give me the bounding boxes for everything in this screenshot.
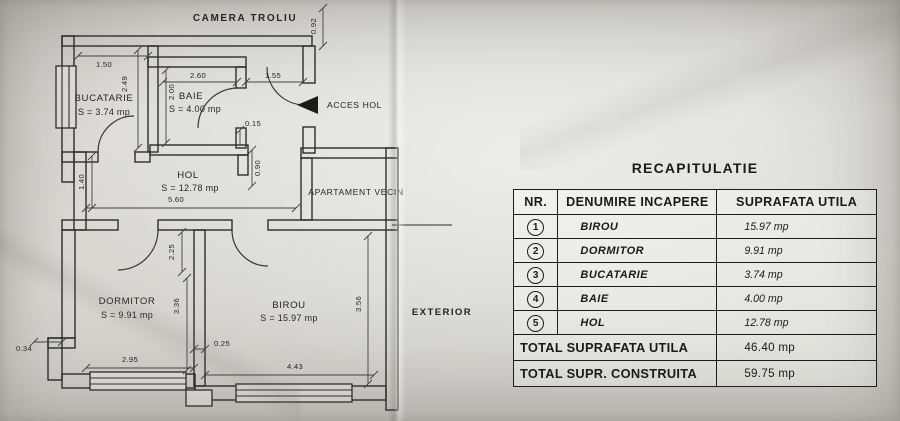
room-label-baie: BAIE [179,91,203,102]
dimension-lines [29,3,379,389]
room-name-cell: BIROU [557,214,718,239]
apartament-vecin-label: APARTAMENT VECIN [308,187,403,197]
dim-baie-hol: 0.90 [253,160,262,176]
dim-wall-mid: 0.25 [214,339,230,348]
room-label-dormitor: DORMITOR [99,296,156,307]
col-header-nr: NR. [512,189,559,215]
doors [97,66,306,271]
dim-wall-small: 0.15 [245,119,261,128]
room-label-bucatarie: BUCATARIE [75,93,134,104]
row-number-badge: 2 [527,243,545,260]
row-number-badge: 3 [527,267,545,284]
room-area-cell: 3.74 mp [716,262,877,287]
room-name-cell: BUCATARIE [557,262,718,287]
windows [55,65,353,407]
walls [47,35,452,411]
paper-wrinkle [520,0,900,170]
total-utila-row: TOTAL SUPRAFATA UTILA 46.40 mp [512,334,877,361]
room-area-baie: S = 4.00 mp [169,104,221,114]
total-construita-value: 59.75 mp [716,360,877,387]
recap-section: RECAPITULATIE NR. DENUMIRE INCAPERE SUPR… [512,160,877,387]
dim-baie-depth: 2.00 [167,84,176,100]
room-area-bucatarie: S = 3.74 mp [78,107,130,117]
dim-dormitor-top: 2.25 [167,244,176,260]
room-area-hol: S = 12.78 mp [161,183,218,193]
table-row: 1 BIROU 15.97 mp [512,214,877,239]
recap-table: NR. DENUMIRE INCAPERE SUPRAFATA UTILA 1 … [512,189,877,387]
dim-birou-width: 4.43 [287,362,303,371]
dim-dormitor-width: 2.95 [122,355,138,364]
room-area-cell: 12.78 mp [716,310,877,335]
table-row: 3 BUCATARIE 3.74 mp [512,262,877,287]
row-number-badge: 5 [527,315,545,332]
dim-hol-width: 5.60 [168,195,184,204]
col-header-area: SUPRAFATA UTILA [716,189,877,215]
room-area-cell: 4.00 mp [716,286,877,311]
recap-title: RECAPITULATIE [631,160,759,176]
row-number-badge: 1 [527,219,545,236]
total-utila-value: 46.40 mp [716,334,877,361]
dim-bucatarie-width: 1.50 [96,60,112,69]
dim-top-right: 0.92 [309,18,318,34]
acces-hol-label: ACCES HOL [327,100,382,110]
dim-acces-width: 1.55 [265,71,281,80]
dim-birou-depth: 3.56 [354,296,363,312]
dim-left-step: 0.34 [16,344,32,353]
room-name-cell: BAIE [557,286,718,311]
dim-baie-width: 2.60 [190,71,206,80]
exterior-label: EXTERIOR [412,307,472,318]
table-header-row: NR. DENUMIRE INCAPERE SUPRAFATA UTILA [512,189,877,215]
table-row: 2 DORMITOR 9.91 mp [512,238,877,263]
room-name-cell: HOL [557,310,718,335]
room-area-cell: 9.91 mp [716,238,877,263]
dimension-labels: 1.50 2.49 2.60 2.00 1.55 0.92 0.15 0.90 … [16,18,363,371]
room-area-birou: S = 15.97 mp [260,313,317,323]
table-row: 4 BAIE 4.00 mp [512,286,877,311]
camera-troliu-label: CAMERA TROLIU [193,13,297,24]
room-label-hol: HOL [177,170,199,181]
dim-bucatarie-depth: 2.49 [120,76,129,92]
total-utila-label: TOTAL SUPRAFATA UTILA [512,334,718,361]
floor-plan-svg: 1.50 2.49 2.60 2.00 1.55 0.92 0.15 0.90 … [16,3,472,411]
total-construita-label: TOTAL SUPR. CONSTRUITA [512,360,718,387]
plan-labels: CAMERA TROLIU ACCES HOL APARTAMENT VECIN… [75,13,472,323]
row-number-badge: 4 [527,291,545,308]
room-area-dormitor: S = 9.91 mp [101,310,153,320]
acces-hol-arrow-icon [297,96,318,114]
col-header-name: DENUMIRE INCAPERE [557,189,718,215]
room-name-cell: DORMITOR [557,238,718,263]
table-row: 5 HOL 12.78 mp [512,310,877,335]
dim-dormitor-depth: 3.36 [172,298,181,314]
room-label-birou: BIROU [272,300,305,311]
room-area-cell: 15.97 mp [716,214,877,239]
total-construita-row: TOTAL SUPR. CONSTRUITA 59.75 mp [512,360,877,387]
dim-hol-left: 1.40 [77,174,86,190]
